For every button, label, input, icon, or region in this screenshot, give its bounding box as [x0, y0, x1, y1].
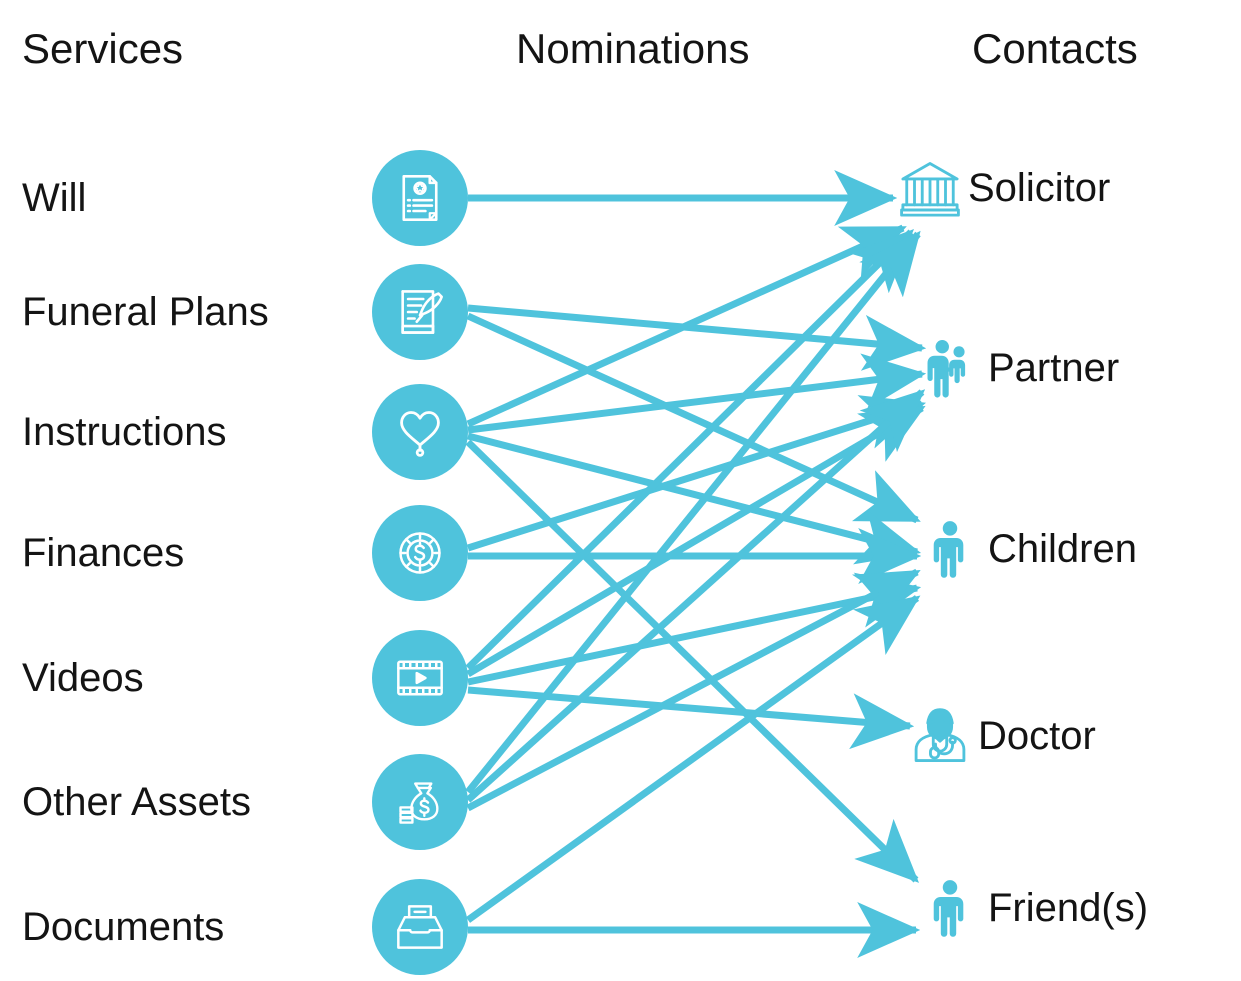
contact-node-doctor[interactable]: Doctor	[908, 704, 1096, 768]
service-label-instructions: Instructions	[22, 410, 227, 454]
contact-node-solicitor[interactable]: Solicitor	[898, 156, 1110, 220]
nomination-node-funeral-plans[interactable]	[372, 264, 468, 360]
nomination-node-finances[interactable]	[372, 505, 468, 601]
edge-otherassets-partner	[465, 389, 926, 803]
contact-label-doctor: Doctor	[978, 714, 1096, 758]
nomination-node-documents[interactable]	[372, 879, 468, 975]
edge-otherassets-children	[466, 568, 921, 812]
money-bag-icon	[394, 776, 446, 828]
parent-child-icon	[918, 336, 982, 400]
nomination-node-instructions[interactable]	[372, 384, 468, 480]
column-header-services: Services	[22, 25, 184, 72]
service-label-funeral-plans: Funeral Plans	[22, 290, 269, 334]
courthouse-icon	[898, 156, 962, 220]
edge-videos-doctor	[467, 686, 915, 750]
doctor-icon	[908, 704, 972, 768]
edge-videos-solicitor	[465, 229, 914, 671]
file-tray-icon	[394, 901, 446, 953]
service-label-will: Will	[22, 176, 87, 220]
contact-node-partner[interactable]: Partner	[918, 336, 1119, 400]
heart-icon	[394, 406, 446, 458]
edge-finances-partner	[466, 395, 927, 552]
service-label-videos: Videos	[22, 656, 144, 700]
column-header-nominations: Nominations	[516, 25, 750, 72]
edge-funeralplans-children	[466, 312, 921, 524]
person-icon	[918, 517, 982, 581]
service-label-finances: Finances	[22, 531, 185, 575]
column-header-contacts: Contacts	[972, 25, 1138, 72]
service-label-other-assets: Other Assets	[22, 780, 251, 824]
contact-label-friends: Friend(s)	[988, 886, 1149, 930]
dollar-coin-icon	[394, 527, 446, 579]
person-icon	[918, 876, 982, 940]
edge-instructions-solicitor	[466, 224, 907, 428]
contact-node-children[interactable]: Children	[918, 517, 1137, 581]
edge-instructions-partner	[467, 353, 927, 434]
edge-instructions-children	[467, 432, 922, 565]
contact-node-friends[interactable]: Friend(s)	[918, 876, 1148, 940]
edge-videos-partner	[466, 404, 926, 678]
edge-videos-children	[467, 572, 922, 686]
edge-documents-children	[465, 595, 921, 923]
nomination-node-videos[interactable]	[372, 630, 468, 726]
contact-label-partner: Partner	[988, 346, 1120, 390]
will-document-icon	[394, 172, 446, 224]
quill-contract-icon	[394, 286, 446, 338]
edge-funeralplans-partner	[467, 304, 927, 371]
contact-label-children: Children	[988, 527, 1137, 571]
edge-instructions-friends	[465, 439, 920, 883]
nomination-node-will[interactable]	[372, 150, 468, 246]
service-label-documents: Documents	[22, 905, 225, 949]
contact-label-solicitor: Solicitor	[968, 166, 1111, 210]
edge-otherassets-solicitor	[465, 230, 921, 795]
film-play-icon	[394, 652, 446, 704]
nomination-node-other-assets[interactable]	[372, 754, 468, 850]
